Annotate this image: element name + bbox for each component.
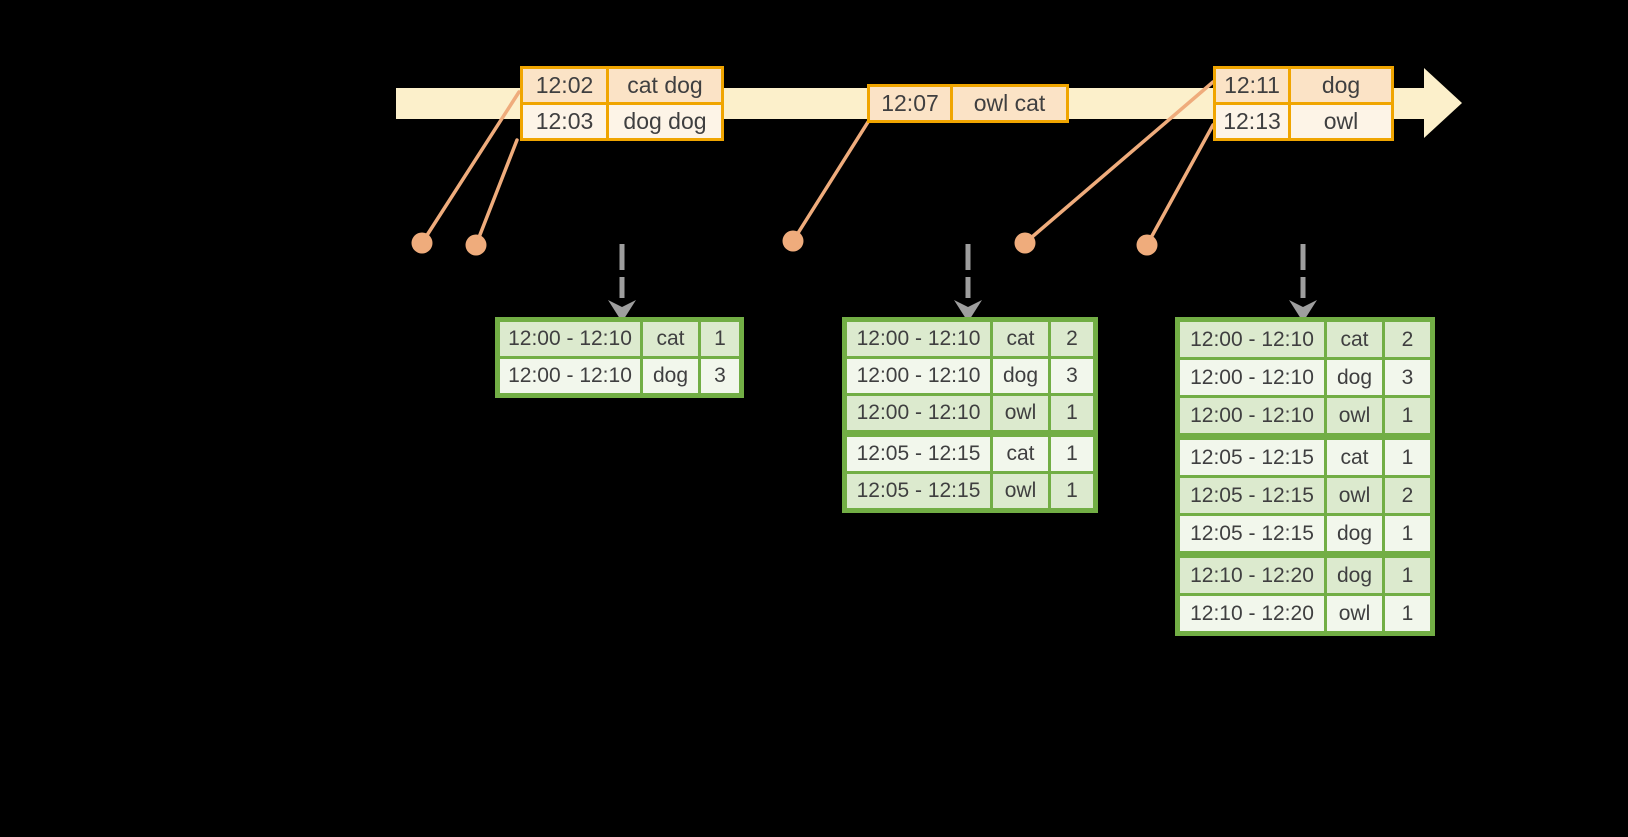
window-cell: 12:00 - 12:10	[1180, 398, 1324, 433]
event-marker-dot	[1136, 234, 1158, 256]
count-cell: 2	[1051, 322, 1093, 356]
event-marker-dot	[1014, 232, 1036, 254]
result-row: 12:00 - 12:10 dog 3	[500, 359, 739, 393]
event-table-1: 12:02 cat dog 12:03 dog dog	[520, 66, 724, 141]
result-row: 12:05 - 12:15 dog 1	[1180, 516, 1430, 551]
event-row: 12:13 owl	[1216, 105, 1391, 138]
result-table-3: 12:00 - 12:10 cat 2 12:00 - 12:10 dog 3 …	[1175, 317, 1435, 636]
count-cell: 2	[1385, 322, 1430, 357]
word-cell: dog	[1327, 558, 1382, 593]
event-connector-line	[791, 120, 870, 243]
event-table-3: 12:11 dog 12:13 owl	[1213, 66, 1394, 141]
event-words-cell: owl cat	[953, 87, 1066, 120]
result-row: 12:00 - 12:10 dog 3	[1180, 360, 1430, 395]
window-cell: 12:05 - 12:15	[1180, 478, 1324, 513]
event-time-cell: 12:03	[523, 105, 606, 138]
window-cell: 12:00 - 12:10	[500, 359, 640, 393]
event-connector-line	[1023, 80, 1215, 245]
event-row: 12:03 dog dog	[523, 105, 721, 138]
result-row: 12:00 - 12:10 dog 3	[847, 359, 1093, 393]
word-cell: dog	[993, 359, 1048, 393]
event-words-cell: cat dog	[609, 69, 721, 102]
timeline-arrowhead-icon	[1424, 68, 1462, 138]
window-cell: 12:05 - 12:15	[847, 437, 990, 471]
count-cell: 1	[1051, 396, 1093, 430]
word-cell: dog	[1327, 360, 1382, 395]
word-cell: dog	[1327, 516, 1382, 551]
result-row: 12:05 - 12:15 cat 1	[847, 437, 1093, 471]
word-cell: cat	[993, 437, 1048, 471]
event-connector-line	[420, 90, 521, 245]
result-row: 12:00 - 12:10 cat 2	[847, 322, 1093, 356]
result-row: 12:05 - 12:15 owl 1	[847, 474, 1093, 508]
count-cell: 3	[701, 359, 739, 393]
event-row: 12:07 owl cat	[870, 87, 1066, 120]
word-cell: cat	[643, 322, 698, 356]
count-cell: 1	[1385, 398, 1430, 433]
event-row: 12:11 dog	[1216, 69, 1391, 102]
result-row: 12:05 - 12:15 owl 2	[1180, 478, 1430, 513]
window-emit-arrow	[954, 244, 982, 322]
count-cell: 2	[1385, 478, 1430, 513]
window-cell: 12:00 - 12:10	[847, 396, 990, 430]
count-cell: 1	[1385, 596, 1430, 631]
event-marker-dot	[465, 234, 487, 256]
window-cell: 12:10 - 12:20	[1180, 558, 1324, 593]
result-table-2: 12:00 - 12:10 cat 2 12:00 - 12:10 dog 3 …	[842, 317, 1098, 513]
event-words-cell: dog dog	[609, 105, 721, 138]
emit-arrowhead-icon	[954, 300, 982, 322]
word-cell: owl	[993, 474, 1048, 508]
window-cell: 12:00 - 12:10	[847, 359, 990, 393]
result-row: 12:00 - 12:10 owl 1	[847, 396, 1093, 430]
event-marker-dot	[411, 232, 433, 254]
event-marker-dot	[782, 230, 804, 252]
word-cell: owl	[993, 396, 1048, 430]
count-cell: 1	[1385, 558, 1430, 593]
event-connector-line	[1145, 123, 1215, 247]
window-emit-arrow	[1289, 244, 1317, 322]
window-emit-arrow	[608, 244, 636, 322]
event-time-cell: 12:02	[523, 69, 606, 102]
emit-arrowhead-icon	[608, 300, 636, 322]
result-row: 12:00 - 12:10 owl 1	[1180, 398, 1430, 433]
window-cell: 12:05 - 12:15	[1180, 516, 1324, 551]
window-cell: 12:00 - 12:10	[1180, 322, 1324, 357]
window-cell: 12:10 - 12:20	[1180, 596, 1324, 631]
result-row: 12:05 - 12:15 cat 1	[1180, 440, 1430, 475]
count-cell: 3	[1385, 360, 1430, 395]
event-time-cell: 12:07	[870, 87, 950, 120]
word-cell: cat	[993, 322, 1048, 356]
result-row: 12:00 - 12:10 cat 1	[500, 322, 739, 356]
event-time-cell: 12:11	[1216, 69, 1288, 102]
result-row: 12:10 - 12:20 dog 1	[1180, 558, 1430, 593]
word-cell: owl	[1327, 478, 1382, 513]
word-cell: owl	[1327, 596, 1382, 631]
count-cell: 3	[1051, 359, 1093, 393]
window-cell: 12:05 - 12:15	[1180, 440, 1324, 475]
window-cell: 12:00 - 12:10	[500, 322, 640, 356]
count-cell: 1	[1385, 440, 1430, 475]
event-table-2: 12:07 owl cat	[867, 84, 1069, 123]
emit-arrowhead-icon	[1289, 300, 1317, 322]
count-cell: 1	[1051, 474, 1093, 508]
event-connector-line	[474, 138, 519, 247]
window-cell: 12:00 - 12:10	[847, 322, 990, 356]
window-cell: 12:05 - 12:15	[847, 474, 990, 508]
word-cell: cat	[1327, 440, 1382, 475]
count-cell: 1	[1051, 437, 1093, 471]
result-row: 12:00 - 12:10 cat 2	[1180, 322, 1430, 357]
count-cell: 1	[1385, 516, 1430, 551]
result-table-1: 12:00 - 12:10 cat 1 12:00 - 12:10 dog 3	[495, 317, 744, 398]
event-row: 12:02 cat dog	[523, 69, 721, 102]
window-cell: 12:00 - 12:10	[1180, 360, 1324, 395]
event-words-cell: dog	[1291, 69, 1391, 102]
word-cell: dog	[643, 359, 698, 393]
event-time-cell: 12:13	[1216, 105, 1288, 138]
event-words-cell: owl	[1291, 105, 1391, 138]
word-cell: owl	[1327, 398, 1382, 433]
count-cell: 1	[701, 322, 739, 356]
word-cell: cat	[1327, 322, 1382, 357]
result-row: 12:10 - 12:20 owl 1	[1180, 596, 1430, 631]
